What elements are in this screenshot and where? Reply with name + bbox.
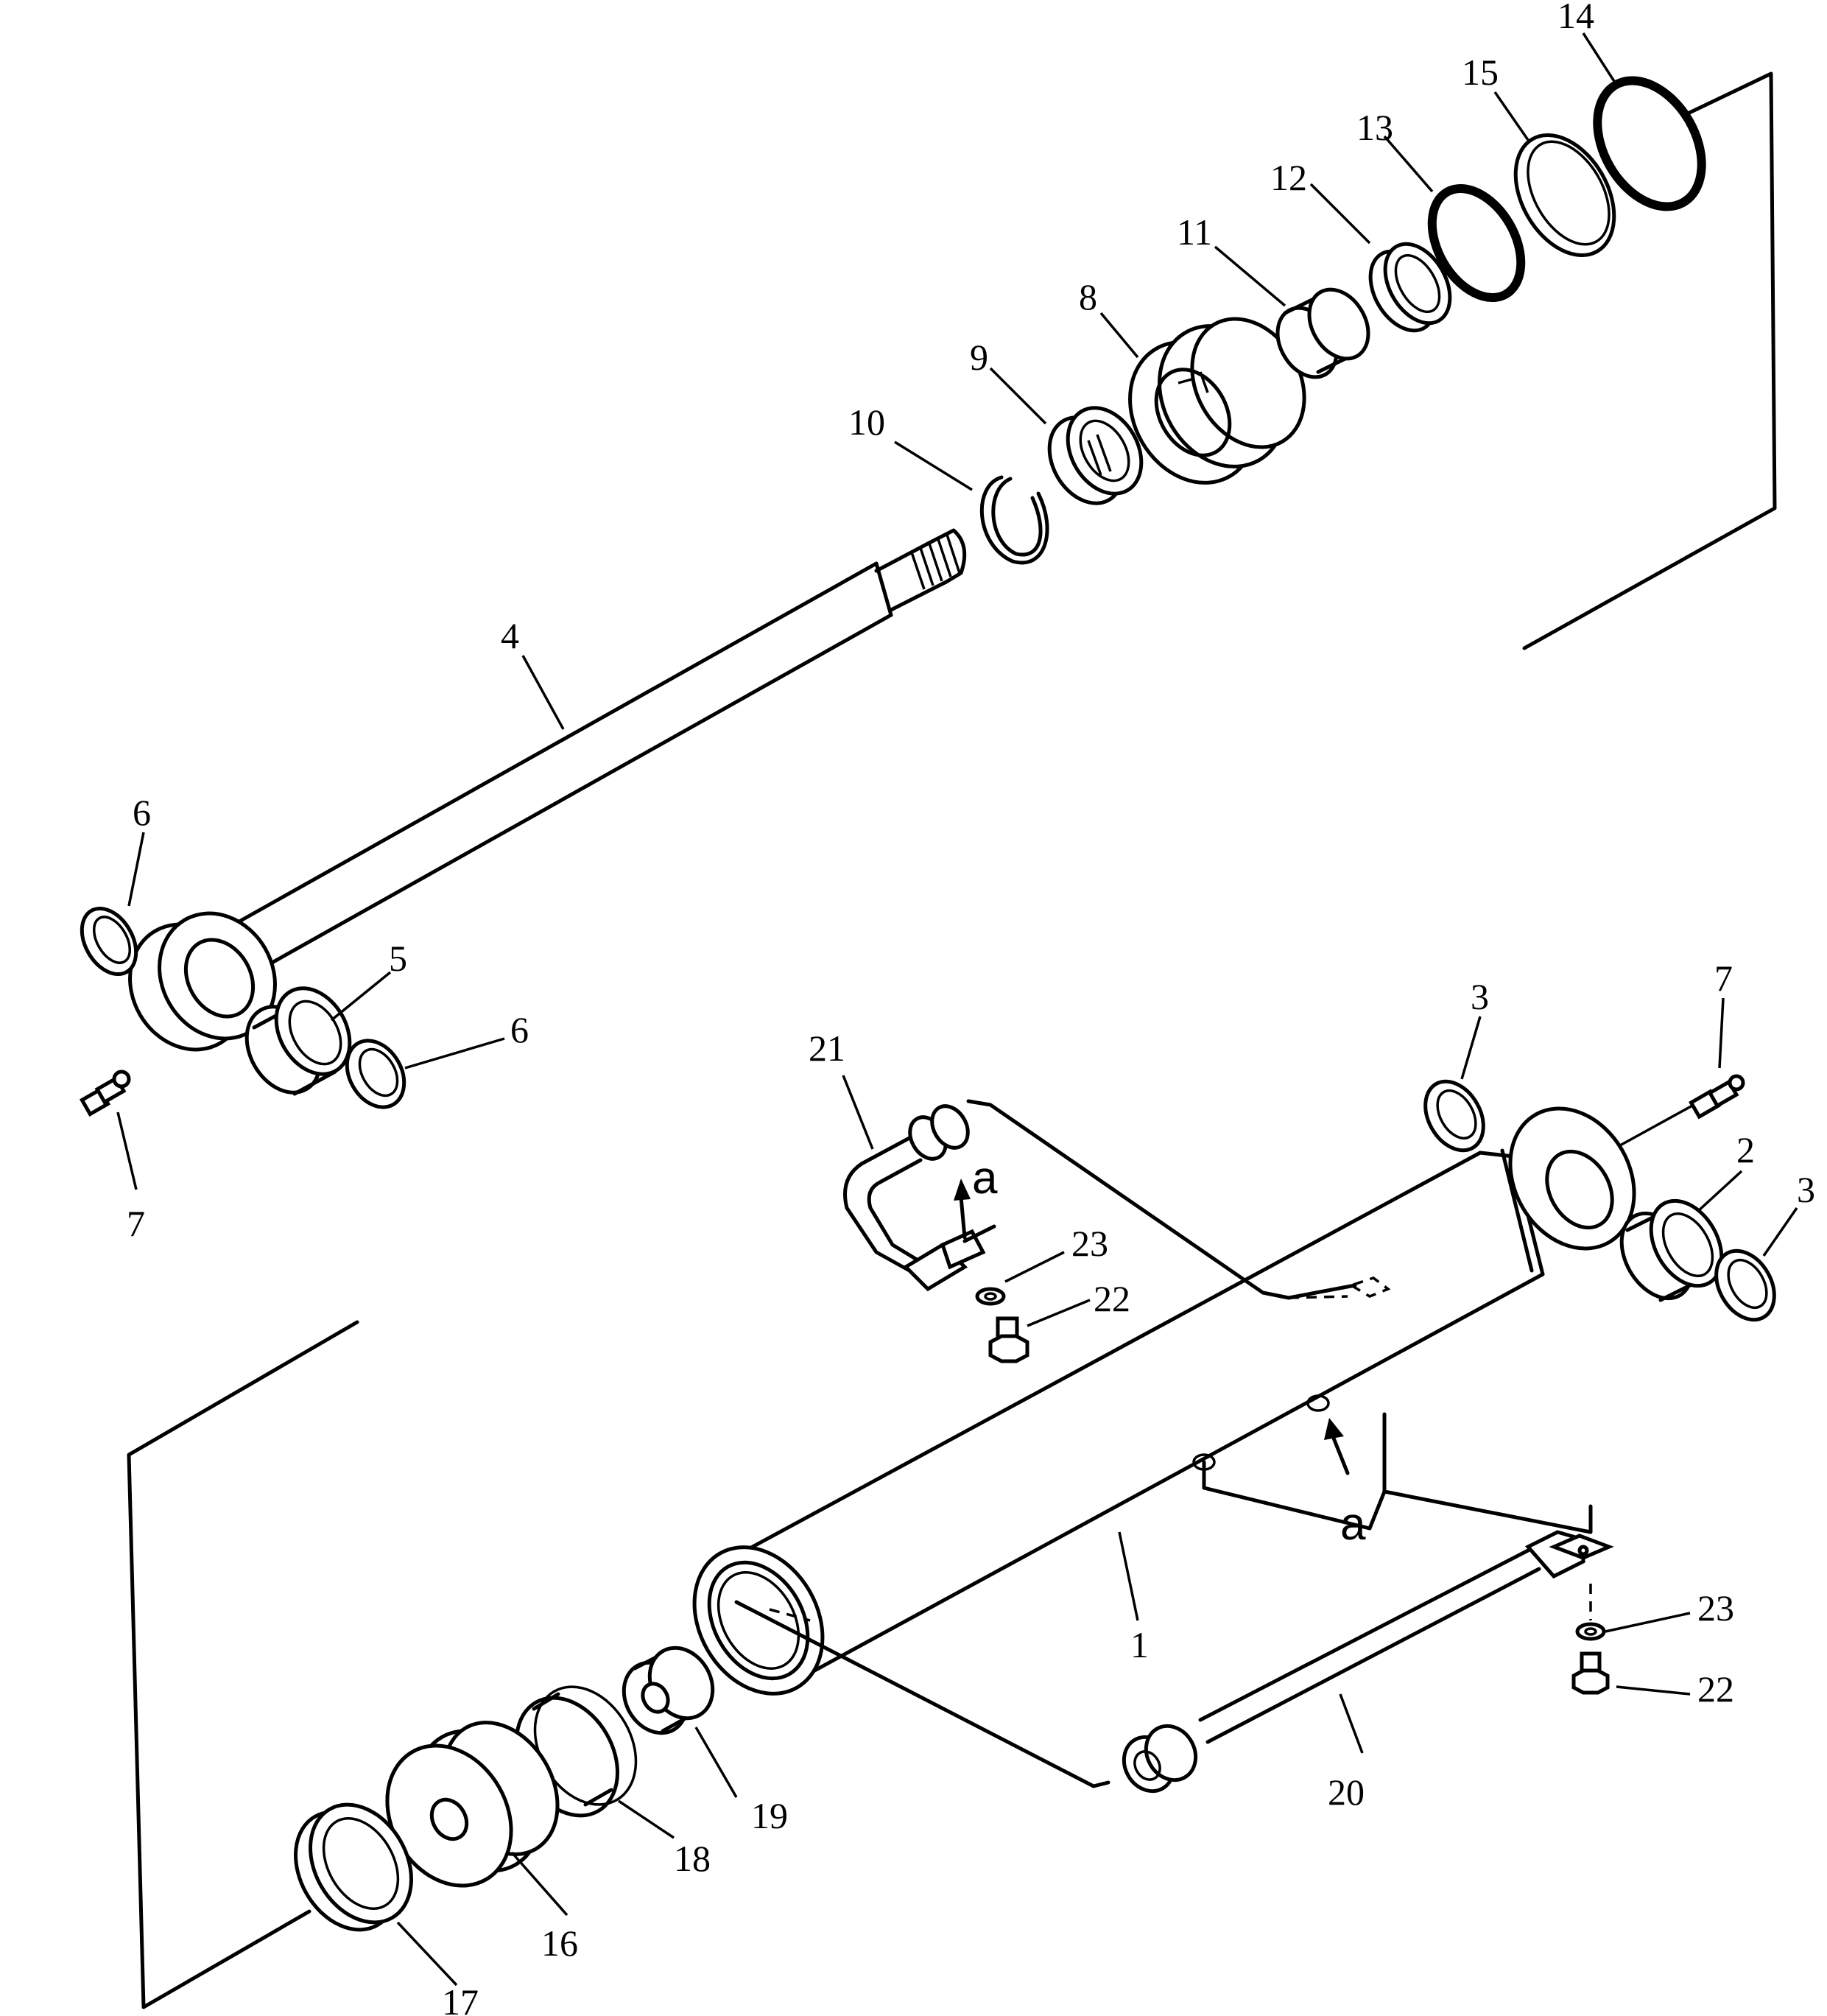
seal-17 [294, 1802, 413, 1932]
o-ring-14 [1593, 76, 1706, 211]
part-label-14: 14 [1557, 0, 1594, 36]
seal-12 [1368, 242, 1452, 333]
grease-fitting-7-right [1619, 1074, 1745, 1147]
bolt-22-lower [1571, 1651, 1610, 1695]
nut-19 [622, 1646, 715, 1735]
dust-seal-3-lower [1714, 1248, 1776, 1322]
dust-seal-3-upper [1423, 1079, 1485, 1153]
o-ring-13 [1427, 184, 1526, 302]
cylinder-tube [692, 1106, 1636, 1696]
part-label-11: 11 [1177, 211, 1212, 253]
part-label-6-upper: 6 [133, 792, 151, 833]
leader-lines [116, 32, 1798, 1987]
dust-seal-6-right [345, 1039, 406, 1109]
wear-ring-11 [1275, 287, 1370, 379]
part-label-6-lower: 6 [510, 1009, 529, 1050]
part-labels: 14 15 13 12 11 8 9 10 4 6 5 6 7 21 23 22… [127, 0, 1815, 2016]
bushing-2 [1619, 1198, 1724, 1302]
dust-seal-6-left [80, 906, 138, 977]
part-label-13: 13 [1356, 107, 1393, 148]
rod-thread [910, 528, 967, 590]
part-label-7-right: 7 [1714, 958, 1733, 999]
view-arrow-a-upper: a [954, 1153, 998, 1243]
part-label-5: 5 [389, 938, 407, 979]
part-label-7-left: 7 [127, 1203, 145, 1244]
part-label-3-upper: 3 [1471, 976, 1489, 1017]
part-label-9: 9 [970, 337, 988, 378]
part-label-10: 10 [848, 401, 885, 443]
bushing-9 [1047, 406, 1144, 505]
part-label-15: 15 [1462, 52, 1499, 93]
part-label-20: 20 [1328, 1771, 1365, 1813]
piston-rod [128, 528, 967, 1052]
part-label-2: 2 [1736, 1129, 1755, 1170]
part-label-19: 19 [751, 1795, 788, 1836]
part-label-23-lower: 23 [1697, 1587, 1734, 1629]
group-outline-lower [127, 1320, 359, 2009]
washer-23-lower [1575, 1584, 1606, 1641]
pipe-21 [843, 1099, 1357, 1300]
part-label-8: 8 [1079, 276, 1097, 317]
part-label-22-upper: 22 [1094, 1278, 1130, 1319]
part-label-12: 12 [1270, 157, 1307, 198]
group-outline-upper [1522, 71, 1777, 650]
part-label-21: 21 [809, 1028, 845, 1069]
part-label-16: 16 [541, 1922, 578, 1964]
part-label-22-lower: 22 [1697, 1668, 1734, 1710]
view-arrow-a-lower: a [1324, 1418, 1366, 1550]
part-label-3-lower: 3 [1797, 1169, 1815, 1210]
grease-fitting-7-left [79, 1070, 131, 1117]
rod-eye [128, 911, 277, 1052]
view-label-a-upper: a [972, 1153, 998, 1204]
bolt-22-upper [988, 1316, 1029, 1363]
backup-ring-15 [1513, 133, 1616, 258]
part-label-17: 17 [442, 1981, 479, 2016]
hose-20 [734, 1412, 1614, 1794]
bushing-5 [244, 986, 352, 1096]
washer-23-upper [975, 1287, 1006, 1306]
part-label-23-upper: 23 [1071, 1223, 1108, 1264]
piston-16 [385, 1721, 560, 1888]
snap-ring-10 [979, 475, 1049, 565]
part-label-1: 1 [1130, 1624, 1149, 1665]
part-label-4: 4 [501, 615, 519, 656]
part-label-18: 18 [674, 1838, 711, 1879]
